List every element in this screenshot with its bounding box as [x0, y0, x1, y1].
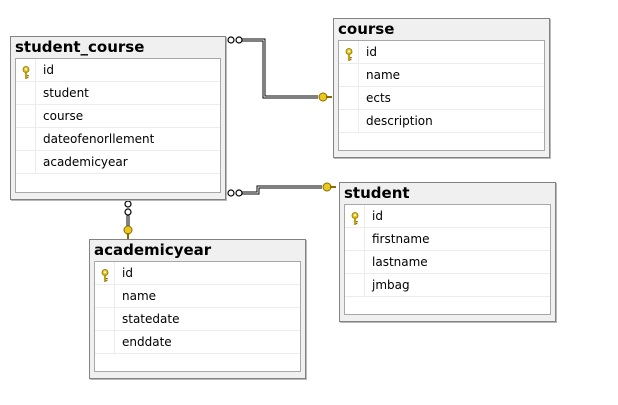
row-selector — [16, 105, 36, 128]
column-row[interactable]: description — [339, 110, 544, 133]
many-end-icon — [124, 200, 132, 216]
column-name: firstname — [372, 232, 430, 246]
column-name: id — [43, 63, 54, 77]
row-selector — [339, 87, 359, 110]
column-row[interactable]: jmbag — [345, 274, 550, 297]
row-selector — [345, 228, 365, 251]
connector-line — [242, 38, 318, 99]
one-end-key-icon — [318, 92, 332, 102]
column-row[interactable]: lastname — [345, 251, 550, 274]
column-name: name — [366, 68, 401, 82]
column-row[interactable]: firstname — [345, 228, 550, 251]
column-row[interactable]: id — [16, 59, 220, 82]
relationship-student-course-academicyear — [123, 200, 133, 239]
column-name: jmbag — [372, 278, 410, 292]
primary-key-icon — [100, 267, 110, 282]
row-selector — [95, 331, 115, 354]
column-row[interactable]: dateofenorllement — [16, 128, 220, 151]
column-grid: id name statedate enddate — [94, 261, 301, 372]
many-loop-icon — [235, 36, 243, 44]
many-loop-icon — [227, 189, 235, 197]
row-selector — [16, 128, 36, 151]
table-title: course — [338, 20, 395, 38]
row-selector — [95, 262, 115, 285]
empty-row — [16, 174, 220, 197]
column-grid: id student course dateofenorllement academic… — [15, 58, 221, 193]
primary-key-icon — [21, 64, 31, 79]
column-row[interactable]: academicyear — [16, 151, 220, 174]
table-course[interactable]: course id name ects description — [333, 18, 550, 158]
table-academicyear[interactable]: academicyear id name statedate enddate — [89, 239, 306, 379]
table-title: student — [344, 184, 410, 202]
column-name: academicyear — [43, 155, 128, 169]
connector-line-inner — [242, 39, 318, 98]
table-student[interactable]: student id firstname lastname jmbag — [339, 182, 556, 322]
row-selector — [16, 82, 36, 105]
column-row[interactable]: student — [16, 82, 220, 105]
column-row[interactable]: statedate — [95, 308, 300, 331]
column-name: dateofenorllement — [43, 132, 155, 146]
column-name: ects — [366, 91, 391, 105]
key-head-icon — [318, 92, 328, 102]
connector-line-inner — [242, 186, 322, 194]
column-name: id — [122, 266, 133, 280]
column-name: course — [43, 109, 84, 123]
column-row[interactable]: name — [95, 285, 300, 308]
column-row[interactable]: enddate — [95, 331, 300, 354]
column-row[interactable]: course — [16, 105, 220, 128]
key-head-icon — [123, 225, 133, 235]
empty-row — [345, 297, 550, 320]
column-row[interactable]: id — [95, 262, 300, 285]
row-selector — [345, 205, 365, 228]
column-grid: id firstname lastname jmbag — [344, 204, 551, 315]
row-selector — [95, 285, 115, 308]
one-end-key-icon — [123, 225, 133, 239]
column-row[interactable]: name — [339, 64, 544, 87]
many-loop-icon — [227, 36, 235, 44]
row-selector — [345, 274, 365, 297]
many-loop-icon — [124, 208, 132, 216]
many-loop-icon — [124, 200, 132, 208]
connector-line — [242, 185, 322, 195]
key-shaft-icon — [330, 186, 336, 188]
column-name: id — [366, 45, 377, 59]
empty-row — [95, 354, 300, 377]
table-title: academicyear — [94, 241, 212, 259]
row-selector — [95, 308, 115, 331]
column-row[interactable]: id — [345, 205, 550, 228]
column-name: enddate — [122, 335, 172, 349]
row-selector — [16, 151, 36, 174]
row-selector — [345, 251, 365, 274]
column-name: statedate — [122, 312, 180, 326]
row-selector — [16, 59, 36, 82]
many-end-icon — [227, 189, 243, 197]
column-name: lastname — [372, 255, 428, 269]
key-head-icon — [322, 182, 332, 192]
column-name: id — [372, 209, 383, 223]
many-end-icon — [227, 36, 243, 44]
column-row[interactable]: id — [339, 41, 544, 64]
column-name: description — [366, 114, 433, 128]
column-name: name — [122, 289, 157, 303]
column-grid: id name ects description — [338, 40, 545, 151]
row-selector — [339, 110, 359, 133]
one-end-key-icon — [322, 182, 336, 192]
key-shaft-icon — [326, 96, 332, 98]
many-loop-icon — [235, 189, 243, 197]
row-selector — [339, 41, 359, 64]
primary-key-icon — [350, 210, 360, 225]
key-shaft-icon — [127, 233, 129, 239]
row-selector — [339, 64, 359, 87]
primary-key-icon — [344, 46, 354, 61]
relationship-student-course-course — [227, 36, 332, 102]
empty-row — [339, 133, 544, 156]
table-title: student_course — [15, 38, 145, 56]
relationship-student-course-student — [227, 182, 336, 197]
column-row[interactable]: ects — [339, 87, 544, 110]
column-name: student — [43, 86, 89, 100]
